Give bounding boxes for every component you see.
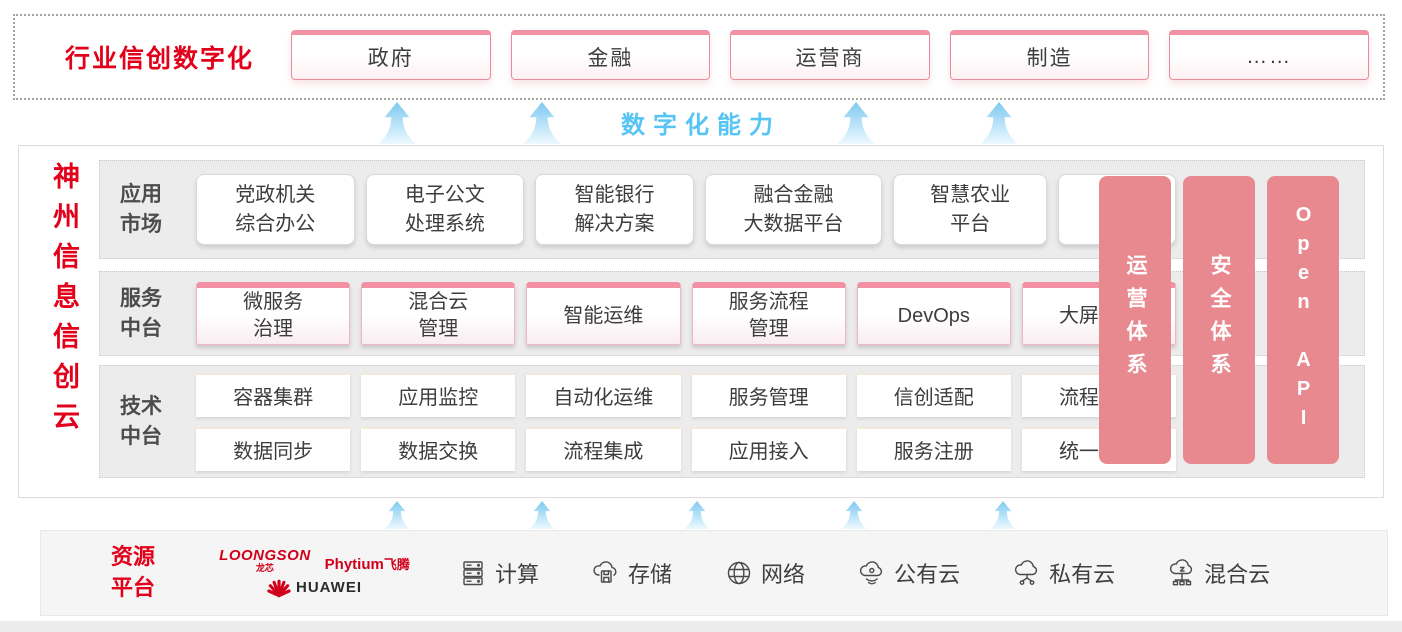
storage-icon — [593, 561, 617, 583]
up-arrow-icon — [380, 501, 414, 529]
service-box: 智能运维 — [526, 282, 681, 345]
platform-title: 神州信息信创云 — [49, 162, 79, 442]
huawei-logo: HUAWEI — [267, 577, 362, 599]
service-box: 混合云 管理 — [361, 282, 516, 345]
industry-band-title: 行业信创数字化 — [65, 45, 255, 73]
tech-box: 流程集成 — [526, 426, 681, 471]
up-arrow-icon — [837, 501, 871, 529]
phytium-logo: Phytium飞腾 — [324, 555, 410, 573]
industry-box-government: 政府 — [291, 30, 491, 80]
tech-box: 信创适配 — [856, 372, 1011, 417]
app-box: 融合金融 大数据平台 — [704, 174, 883, 245]
resource-item-private-cloud: 私有云 — [1012, 557, 1115, 589]
hybrid-cloud-icon — [1170, 559, 1193, 586]
tech-box: 应用接入 — [691, 426, 846, 471]
app-box: 党政机关 综合办公 — [196, 174, 355, 245]
resource-label: 资源 平台 — [111, 544, 156, 600]
app-market-label: 应用 市场 — [120, 183, 162, 236]
service-box: DevOps — [856, 282, 1011, 345]
capability-label: 数字化能力 — [621, 112, 781, 139]
industry-box-operator: 运营商 — [730, 30, 930, 80]
up-arrow-icon — [979, 102, 1019, 144]
vendor-logos: LOONGSON 龙芯 Phytium飞腾 — [217, 548, 412, 599]
pillar-open-api: Open API — [1267, 176, 1339, 464]
industry-boxes: 政府 金融 运营商 制造 …… — [291, 30, 1369, 80]
network-icon — [727, 561, 751, 585]
tech-box: 服务注册 — [856, 426, 1011, 471]
footer-strip — [0, 621, 1402, 632]
tech-box: 数据同步 — [196, 426, 351, 471]
up-arrow-icon — [836, 102, 876, 144]
industry-box-more: …… — [1169, 30, 1369, 80]
service-platform-band: 服务 中台 微服务 治理 混合云 管理 智能运维 服务流程 管理 DevOps … — [99, 271, 1365, 356]
service-box: 服务流程 管理 — [691, 282, 846, 345]
industry-box-manufacturing: 制造 — [949, 30, 1150, 80]
service-box: 微服务 治理 — [196, 282, 351, 345]
public-cloud-icon — [859, 561, 883, 585]
tech-box: 服务管理 — [691, 372, 846, 417]
platform-panel: 神州信息信创云 应用 市场 党政机关 综合办公 电子公文 处理系统 智能银行 解… — [18, 145, 1384, 498]
service-platform-label: 服务 中台 — [120, 287, 162, 340]
resource-item-storage: 存储 — [591, 557, 672, 589]
tech-box: 容器集群 — [196, 372, 351, 417]
industry-band: 行业信创数字化 政府 金融 运营商 制造 …… — [13, 14, 1385, 100]
resource-item-compute: 计算 — [458, 557, 539, 589]
tech-platform-band: 技术 中台 容器集群 应用监控 自动化运维 服务管理 信创适配 流程引擎 数据同… — [99, 365, 1365, 478]
up-arrow-icon — [522, 102, 562, 144]
compute-icon — [463, 561, 483, 586]
up-arrow-icon — [377, 102, 417, 144]
resource-item-hybrid-cloud: 混合云 — [1167, 557, 1270, 589]
app-market-band: 应用 市场 党政机关 综合办公 电子公文 处理系统 智能银行 解决方案 融合金融… — [99, 160, 1365, 259]
app-box: 智能银行 解决方案 — [535, 174, 694, 245]
resource-item-public-cloud: 公有云 — [857, 557, 960, 589]
resource-band: 资源 平台 LOONGSON 龙芯 Phytium飞腾 — [40, 530, 1388, 616]
industry-box-finance: 金融 — [510, 30, 711, 80]
pillar-security: 安全体系 — [1183, 176, 1255, 464]
tech-platform-label: 技术 中台 — [120, 395, 162, 448]
pillar-operations: 运营体系 — [1099, 176, 1171, 464]
resource-item-network: 网络 — [724, 557, 805, 589]
huawei-flower-icon — [267, 579, 291, 597]
app-box: 电子公文 处理系统 — [365, 174, 525, 245]
up-arrow-icon — [525, 501, 559, 529]
private-cloud-icon — [1015, 560, 1038, 585]
tech-box: 数据交换 — [361, 426, 516, 471]
up-arrow-icon — [986, 501, 1020, 529]
loongson-logo: LOONGSON 龙芯 — [219, 546, 311, 573]
tech-box: 应用监控 — [361, 372, 516, 417]
tech-box: 自动化运维 — [526, 372, 681, 417]
app-box: 智慧农业 平台 — [893, 174, 1048, 245]
up-arrow-icon — [680, 501, 714, 529]
